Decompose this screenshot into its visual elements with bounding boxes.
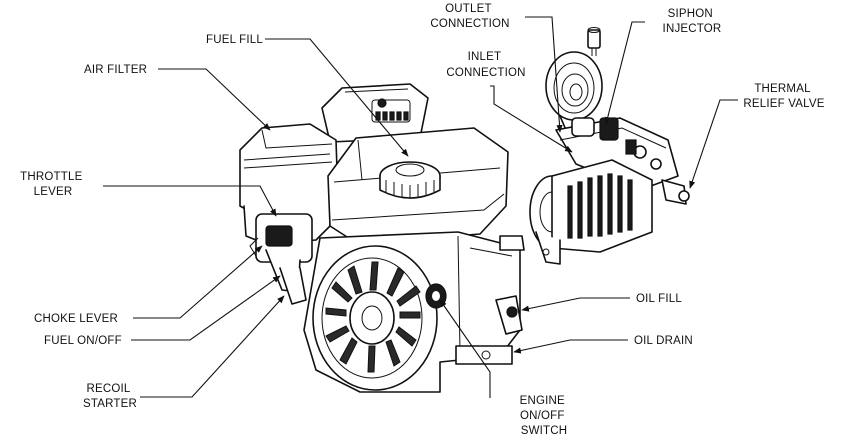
thermal-relief-valve [661, 179, 690, 205]
pump-body [529, 159, 653, 265]
pump-manifold [555, 117, 679, 191]
hose-coil [545, 51, 603, 131]
leader-lines [103, 16, 738, 398]
leader-recoil-starter [140, 295, 285, 398]
carburetor [249, 213, 313, 305]
label-siphon-injector: SIPHON INJECTOR [663, 8, 722, 35]
muffler [321, 83, 429, 143]
label-throttle-lever: THROTTLE LEVER [20, 171, 86, 198]
leader-thermal-relief-valve [689, 99, 738, 189]
label-thermal-relief-valve: THERMAL RELIEF VALVE [743, 83, 824, 110]
leader-outlet-connection [525, 16, 563, 133]
leader-siphon-injector [604, 21, 645, 125]
label-fuel-fill: FUEL FILL [206, 34, 263, 46]
leader-oil-drain [513, 339, 628, 354]
leader-air-filter [158, 68, 271, 131]
label-outlet-connection: OUTLET CONNECTION [430, 3, 509, 30]
label-oil-fill: OIL FILL [636, 293, 682, 305]
recoil-starter-cover [312, 245, 438, 391]
label-choke-lever: CHOKE LEVER [34, 313, 118, 325]
leader-engine-switch [439, 299, 491, 398]
siphon-filter [587, 27, 601, 56]
leader-oil-fill [521, 297, 630, 312]
label-inlet-connection: INLET CONNECTION [446, 51, 525, 79]
label-air-filter: AIR FILTER [84, 64, 147, 76]
leader-fuel-on-off [131, 275, 281, 341]
pump-illustration [529, 27, 690, 265]
label-fuel-on-off: FUEL ON/OFF [44, 335, 122, 347]
leader-inlet-connection [490, 85, 573, 153]
label-recoil-starter: RECOIL STARTER [83, 383, 137, 410]
leader-choke-lever [133, 245, 263, 319]
engine-illustration [239, 83, 525, 393]
fuel-tank [327, 127, 509, 245]
leader-fuel-fill [265, 38, 409, 157]
leader-throttle-lever [103, 185, 277, 217]
label-engine-switch: ENGINE ON/OFF SWITCH [520, 395, 569, 437]
label-oil-drain: OIL DRAIN [634, 335, 693, 347]
callout-labels: FUEL FILL AIR FILTER THROTTLE LEVER CHOK… [20, 3, 824, 437]
